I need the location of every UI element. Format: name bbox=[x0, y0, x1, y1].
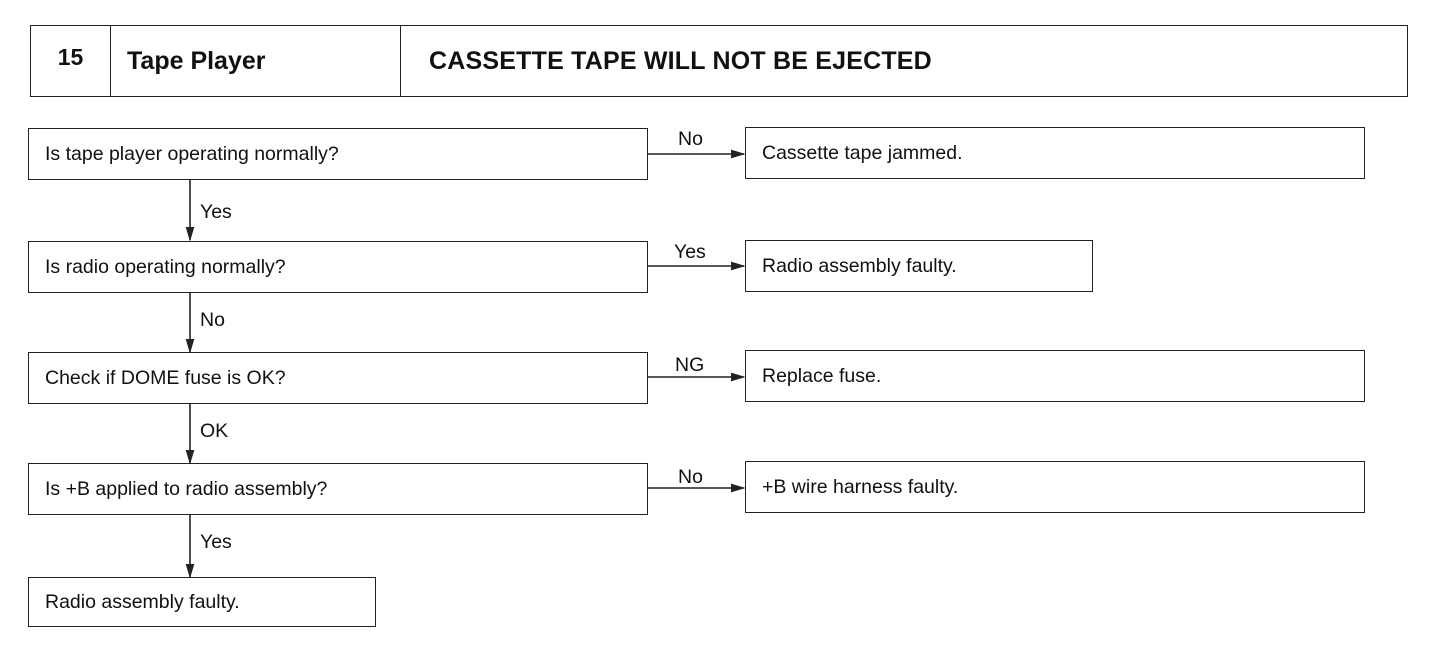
result-box-4: +B wire harness faulty. bbox=[745, 461, 1365, 513]
result-box-3: Replace fuse. bbox=[745, 350, 1365, 402]
result-box-2: Radio assembly faulty. bbox=[745, 240, 1093, 292]
section-name: Tape Player bbox=[111, 26, 401, 96]
branch-label-3: NG bbox=[675, 354, 705, 376]
diagram-header: 15 Tape Player CASSETTE TAPE WILL NOT BE… bbox=[30, 25, 1408, 97]
branch-label-2: Yes bbox=[674, 241, 706, 263]
section-number: 15 bbox=[31, 26, 111, 96]
result-box-1: Cassette tape jammed. bbox=[745, 127, 1365, 179]
down-label-1: Yes bbox=[200, 201, 232, 223]
question-box-2: Is radio operating normally? bbox=[28, 241, 648, 293]
question-box-1: Is tape player operating normally? bbox=[28, 128, 648, 180]
down-label-2: No bbox=[200, 309, 225, 331]
branch-label-1: No bbox=[678, 128, 703, 150]
diagram-title: CASSETTE TAPE WILL NOT BE EJECTED bbox=[429, 46, 932, 75]
question-box-3: Check if DOME fuse is OK? bbox=[28, 352, 648, 404]
branch-label-4: No bbox=[678, 466, 703, 488]
down-label-3: OK bbox=[200, 420, 229, 442]
final-result-box: Radio assembly faulty. bbox=[28, 577, 376, 627]
question-box-4: Is +B applied to radio assembly? bbox=[28, 463, 648, 515]
down-label-4: Yes bbox=[200, 531, 232, 553]
